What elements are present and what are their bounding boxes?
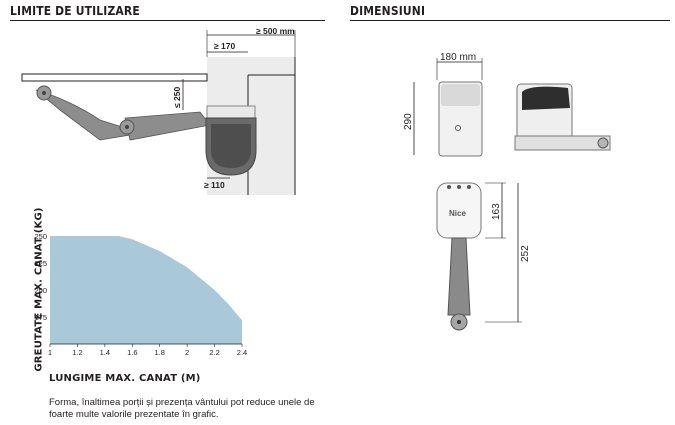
chart-footnote: Forma, înaltimea porții și prezența vânt… xyxy=(49,397,315,420)
brand-logo: Nice xyxy=(449,209,466,218)
chart-x-tick-label: 1.4 xyxy=(100,348,110,357)
chart-x-tick-label: 2.4 xyxy=(237,348,247,357)
chart-x-tick-label: 1.8 xyxy=(154,348,164,357)
chart-x-tick-label: 1 xyxy=(48,348,52,357)
chart-x-tick-label: 2.2 xyxy=(209,348,219,357)
top-view: Nice 163 252 xyxy=(436,182,531,331)
height-label: 290 xyxy=(403,113,414,130)
front-view: 180 mm 290 xyxy=(403,52,483,157)
limits-section-title: LIMITE DE UTILIZARE xyxy=(10,3,140,18)
dim-500-label: ≥ 500 mm xyxy=(256,26,295,36)
chart-x-axis-title: LUNGIME MAX. CANAT (M) xyxy=(49,373,201,384)
operator-motor xyxy=(205,105,257,176)
side-view xyxy=(514,83,611,151)
dimensions-section-title: DIMENSIUNI xyxy=(350,3,426,18)
gate-leaf xyxy=(21,73,208,82)
chart-y-tick-label: 225 xyxy=(34,259,47,268)
chart-y-axis-title: GREUTATE MAX. CANAT (KG) xyxy=(33,207,45,372)
chart-x-tick-label: 1.6 xyxy=(127,348,137,357)
chart-y-tick-label: 250 xyxy=(34,232,47,241)
dim-170-label: ≥ 170 xyxy=(214,41,235,51)
chart-area-fill xyxy=(50,236,242,344)
total-height-label: 252 xyxy=(520,245,531,262)
chart-y-tick-label: 175 xyxy=(34,313,47,322)
limits-title-rule xyxy=(10,20,325,21)
dim-250-label: ≤ 250 xyxy=(172,87,182,108)
width-label: 180 mm xyxy=(440,52,476,63)
chart-y-tick-label: 200 xyxy=(34,286,47,295)
dim-110-label: ≥ 110 xyxy=(204,180,225,190)
dimensions-title-rule xyxy=(350,20,670,21)
chart-x-tick-label: 1.2 xyxy=(72,348,82,357)
inner-height-label: 163 xyxy=(491,203,502,220)
operator-arm xyxy=(35,85,211,141)
chart-x-tick-label: 2 xyxy=(185,348,189,357)
